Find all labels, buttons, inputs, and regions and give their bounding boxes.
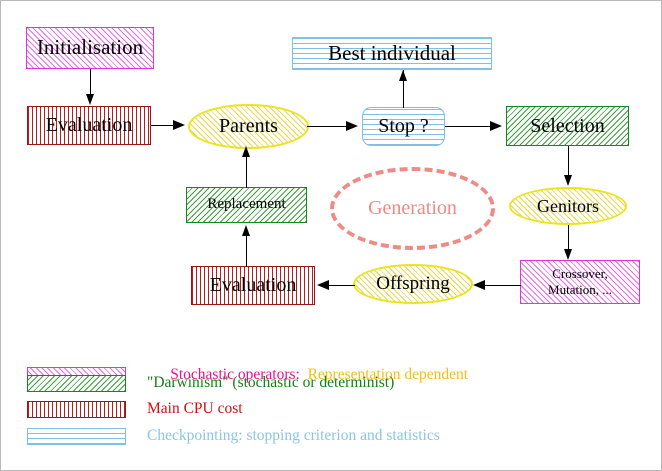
- node-label: Crossover, Mutation, ...: [548, 265, 612, 297]
- legend-label: Stochastic operators:: [170, 366, 300, 383]
- legend-label: "Darwinism" (stochastic or determinist): [147, 374, 395, 391]
- edge-stop-selection: [445, 126, 493, 127]
- edge-replacement-parents: [246, 156, 247, 188]
- node-label: Generation: [368, 197, 457, 220]
- node-evaluation-top[interactable]: Evaluation: [27, 106, 151, 145]
- edge-offspring-evaluation: [329, 285, 355, 286]
- node-label: Replacement: [207, 196, 286, 213]
- arrowhead-up: [242, 225, 250, 236]
- node-generation: Generation: [330, 167, 495, 250]
- node-evaluation-bottom[interactable]: Evaluation: [191, 266, 315, 305]
- legend-row-checkpointing: Checkpointing: stopping criterion and st…: [27, 427, 440, 445]
- node-label: Genitors: [537, 195, 599, 216]
- node-offspring[interactable]: Offspring: [353, 264, 473, 304]
- legend-swatch-green-diagonal-hatch-icon: [27, 374, 126, 392]
- node-label: Selection: [530, 114, 605, 137]
- node-operators[interactable]: Crossover, Mutation, ...: [520, 260, 640, 304]
- arrowhead-up: [399, 70, 407, 81]
- arrowhead-down: [86, 94, 94, 105]
- arrowhead-up: [242, 146, 250, 157]
- node-label: Initialisation: [36, 35, 144, 60]
- edge-stop-best-individual: [403, 70, 404, 108]
- node-parents[interactable]: Parents: [188, 104, 309, 149]
- edge-operators-offspring: [479, 285, 521, 286]
- legend-label-secondary: Representation dependent: [307, 366, 469, 383]
- node-label: Evaluation: [209, 274, 297, 297]
- node-initialisation[interactable]: Initialisation: [26, 27, 154, 69]
- node-label: Best individual: [328, 40, 456, 65]
- edge-selection-genitors: [568, 146, 569, 176]
- node-best-individual[interactable]: Best individual: [292, 37, 492, 70]
- node-genitors[interactable]: Genitors: [509, 187, 627, 225]
- arrowhead-right: [346, 121, 358, 131]
- node-label: Stop ?: [378, 115, 429, 138]
- arrowhead-down: [564, 175, 572, 186]
- legend-swatch-blue-horizontal-hatch-icon: [27, 427, 126, 445]
- arrowhead-right: [173, 120, 185, 130]
- legend-label: Main CPU cost: [147, 400, 243, 417]
- edge-evaluation-parents: [151, 125, 179, 126]
- arrowhead-left: [317, 280, 329, 290]
- node-label: Evaluation: [45, 114, 133, 137]
- legend-label-group: Stochastic operators: Representation dep…: [147, 348, 468, 402]
- arrowhead-left: [473, 280, 485, 290]
- node-label: Parents: [219, 115, 278, 138]
- edge-initialisation-evaluation: [90, 69, 91, 95]
- arrowhead-down: [564, 249, 572, 260]
- legend-row-darwinism: "Darwinism" (stochastic or determinist): [27, 374, 394, 392]
- legend-row-cpu-cost: Main CPU cost: [27, 400, 243, 418]
- edge-parents-stop: [307, 126, 351, 127]
- node-selection[interactable]: Selection: [506, 106, 629, 146]
- arrowhead-right: [490, 121, 502, 131]
- node-stop[interactable]: Stop ?: [362, 107, 445, 146]
- edge-genitors-operators: [568, 225, 569, 250]
- edge-evaluation-replacement: [246, 230, 247, 267]
- legend-swatch-red-vertical-hatch-icon: [27, 400, 126, 418]
- node-label: Offspring: [376, 273, 450, 295]
- legend-label: Checkpointing: stopping criterion and st…: [147, 427, 440, 444]
- node-replacement[interactable]: Replacement: [186, 187, 307, 223]
